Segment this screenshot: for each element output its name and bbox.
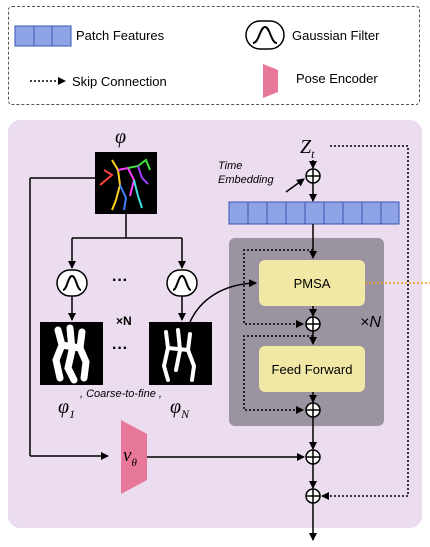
feed-forward-block: Feed Forward [259,346,365,392]
legend-patch-features-label: Patch Features [76,28,165,43]
pmsa-block: PMSA [259,260,365,306]
time-embedding-label-2: Embedding [218,174,274,186]
gaussian-filter-n-icon [166,269,198,297]
times-n-right-label: ×N [360,314,381,331]
mask-image-n [149,322,212,385]
mask-image-1 [40,322,103,385]
v-theta-label: vθ [123,445,137,469]
dots-filters: ··· [112,272,128,289]
dots-masks: ··· [112,340,128,357]
phi-label: φ [115,126,127,148]
patch-features-bar [228,201,400,225]
pose-encoder-icon [263,64,278,98]
coarse-to-fine-label: , Coarse-to-fine , [80,388,162,400]
skip-connection-icon [30,77,66,85]
phi-1-label: φ1 [58,396,76,421]
zt-label: Zt [300,136,315,161]
time-embedding-label-1: Time [218,160,243,172]
pose-skeleton-image [95,152,157,214]
phi-n-label: φN [170,396,190,421]
gaussian-filter-1-icon [56,269,88,297]
gaussian-filter-icon [245,20,285,50]
legend-gaussian-filter-label: Gaussian Filter [292,28,380,43]
patch-features-icon [14,25,72,47]
times-n-left-label: ×N [116,314,132,328]
legend-box [8,6,420,105]
legend-pose-encoder-label: Pose Encoder [296,71,378,86]
pose-encoder-shape [121,420,147,494]
legend-skip-connection-label: Skip Connection [72,74,167,89]
